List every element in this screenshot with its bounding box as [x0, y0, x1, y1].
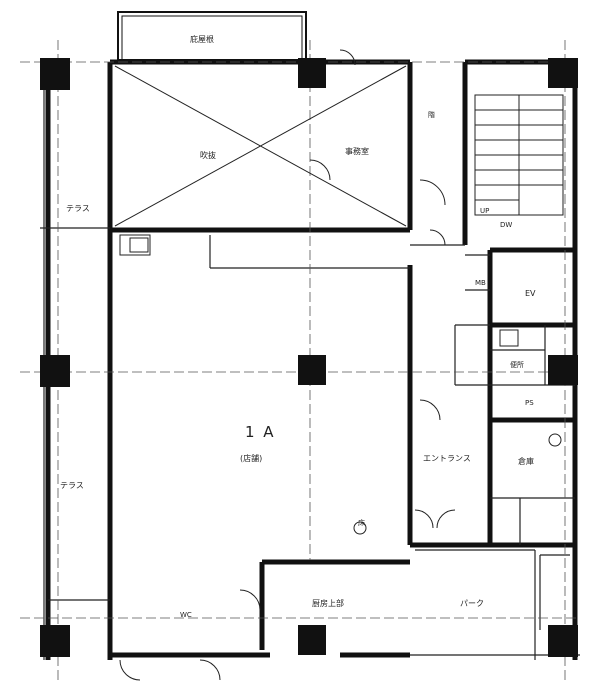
- label-wc2: 便所: [510, 361, 524, 369]
- label-mb: MB: [475, 279, 486, 287]
- label-ps: PS: [525, 399, 534, 407]
- label-yuka: 床: [358, 519, 365, 527]
- label-entrance: エントランス: [423, 454, 471, 463]
- void-cross: [114, 65, 407, 227]
- label-roof: 庇屋根: [190, 35, 214, 44]
- label-terrace-top: テラス: [66, 204, 90, 213]
- label-void: 吹抜: [200, 151, 216, 160]
- label-terrace-bottom: テラス: [60, 481, 84, 490]
- unit-title: 1 A: [245, 423, 276, 441]
- label-storage: 倉庫: [518, 457, 534, 466]
- label-ev: EV: [525, 289, 536, 298]
- label-dw: DW: [500, 221, 513, 229]
- label-parking: パーク: [460, 599, 484, 608]
- label-office: 事務室: [345, 147, 369, 156]
- label-kitchen: 厨房上部: [312, 599, 344, 608]
- label-kai: 階: [428, 111, 435, 119]
- unit-subtitle: (店舗): [240, 454, 263, 463]
- doors: [119, 49, 456, 681]
- label-wc: WC: [180, 611, 192, 619]
- label-up: UP: [480, 207, 490, 215]
- stair: [474, 94, 564, 216]
- columns: [40, 58, 578, 657]
- fixtures: [119, 234, 562, 535]
